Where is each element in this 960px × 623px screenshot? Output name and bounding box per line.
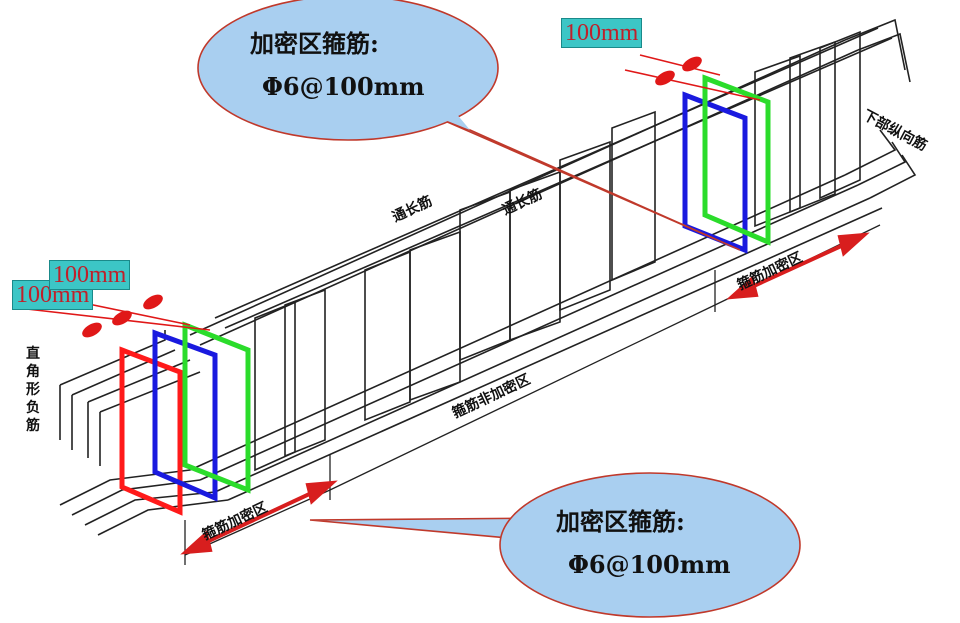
bottom-long-bar — [214, 197, 871, 493]
spacing-marker — [143, 294, 163, 310]
callout-bubble — [197, 0, 499, 141]
top-long-bar — [224, 37, 893, 329]
spacing-markers — [17, 54, 761, 338]
bottom-bar-extension — [84, 491, 216, 526]
stirrup — [409, 230, 461, 402]
bottom-bar-hook — [869, 154, 917, 199]
callout-bottom-line2: Φ6@100mm — [568, 550, 731, 579]
bottom-bar-hook — [857, 141, 907, 186]
spacing-marker — [682, 56, 702, 72]
highlight-stirrups-left — [119, 321, 251, 516]
spacing-line — [624, 69, 761, 101]
bottom-bar-extension — [97, 499, 229, 536]
spacing-line — [639, 54, 721, 76]
spacing-tag-top-right: 100mm — [561, 18, 643, 48]
label-angle-neg-bar-char: 直角形负筋 — [26, 345, 40, 434]
arrow-right-zone — [744, 240, 851, 292]
bottom-long-bar — [189, 174, 846, 471]
top-long-bar — [214, 27, 879, 319]
stirrup — [254, 300, 296, 472]
arrowhead — [837, 232, 870, 257]
stirrup — [611, 110, 656, 282]
dim-line — [329, 304, 716, 491]
callout-bottom-line1: 加密区箍筋: — [556, 507, 685, 536]
bottom-bar-extension — [71, 479, 201, 516]
label-right-dense-zone: 箍筋加密区 — [735, 249, 806, 294]
callout-top: 加密区箍筋: Φ6@100mm — [197, 0, 741, 251]
arrowhead — [305, 480, 338, 505]
highlight-stirrups-right — [682, 74, 771, 254]
stirrup — [509, 170, 561, 342]
callout-bottom: 加密区箍筋: Φ6@100mm — [309, 472, 801, 618]
stirrup-red — [119, 346, 183, 516]
spacing-tag-left-front: 100mm — [49, 260, 131, 290]
callout-top-line2: Φ6@100mm — [262, 72, 425, 101]
label-angle-neg-bar: 直角形负筋 — [26, 345, 40, 434]
stirrup — [364, 250, 411, 422]
arrowhead — [180, 530, 213, 555]
top-bar-hook — [857, 32, 911, 83]
stirrup-blue-left — [152, 329, 218, 502]
spacing-marker — [82, 322, 102, 338]
stirrup — [819, 30, 861, 200]
callout-bubble — [499, 472, 801, 618]
rebar-cage — [59, 18, 917, 536]
spacing-marker — [112, 310, 132, 326]
callout-top-line1: 加密区箍筋: — [250, 29, 379, 58]
bottom-bar-hook — [844, 129, 897, 176]
stirrups-black — [254, 30, 861, 472]
spacing-marker — [655, 70, 675, 86]
stirrup-green-left — [182, 321, 251, 494]
bottom-long-bar — [227, 207, 883, 501]
callout-pointer — [419, 109, 741, 251]
top-bar-hook — [844, 18, 906, 71]
arrow-left-zone — [199, 488, 319, 547]
stirrup-blue-right — [682, 91, 748, 254]
stirrup — [559, 140, 611, 312]
stirrup — [789, 40, 836, 214]
stirrup-green-right — [702, 74, 771, 246]
angle-neg-bar — [59, 330, 166, 386]
arrowhead — [726, 275, 759, 300]
stirrup — [284, 288, 326, 458]
label-through-bar-1: 通长筋 — [390, 192, 435, 225]
dense-zone-arrows — [180, 232, 870, 555]
